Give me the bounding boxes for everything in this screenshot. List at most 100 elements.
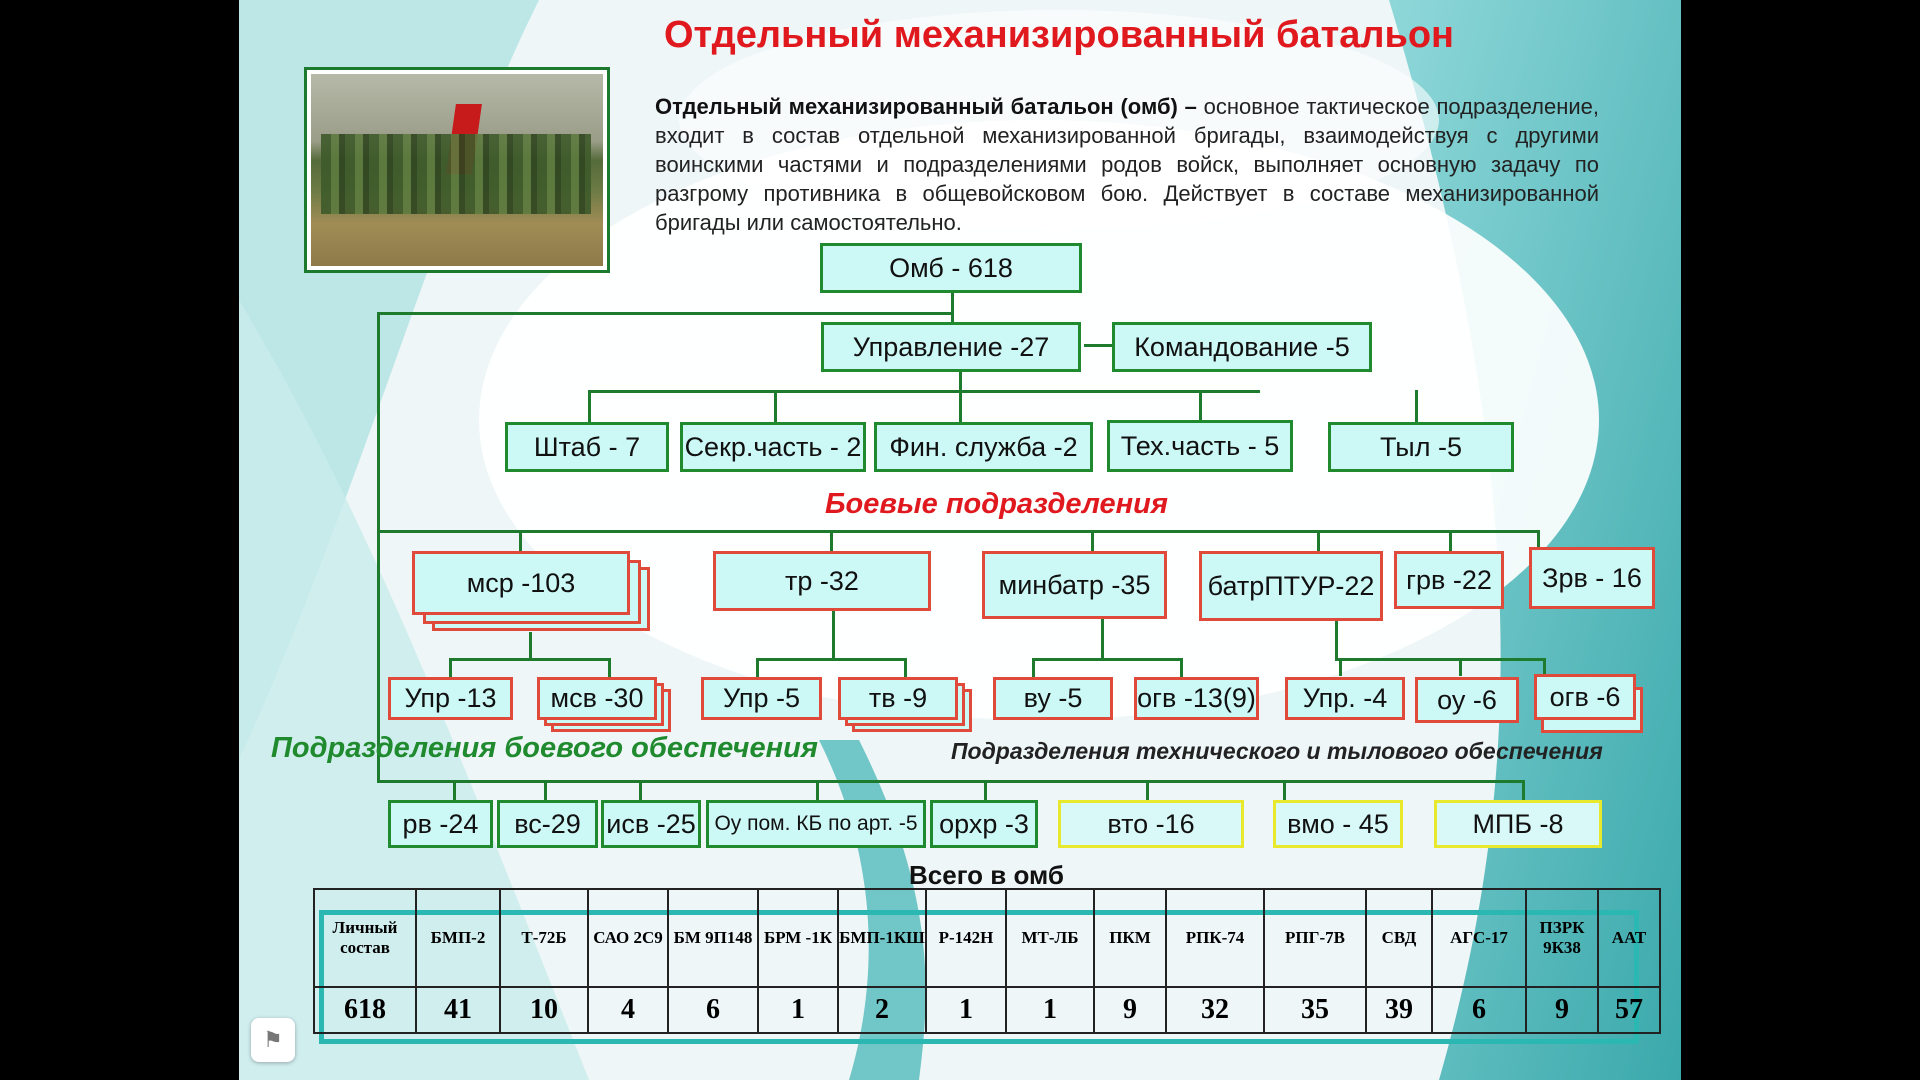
staff-fin: Фин. служба -2 bbox=[874, 422, 1093, 472]
connector bbox=[1415, 390, 1418, 422]
support-ou-pom: Оу пом. КБ по арт. -5 bbox=[706, 800, 926, 848]
table-header-cell: ПКМ bbox=[1093, 888, 1167, 988]
support-rv: рв -24 bbox=[388, 800, 493, 848]
connector bbox=[1283, 780, 1286, 800]
connector bbox=[639, 780, 642, 800]
combat-tr: тр -32 bbox=[713, 551, 931, 611]
connector bbox=[1317, 530, 1320, 552]
connector bbox=[756, 658, 906, 661]
table-caption: Всего в омб bbox=[909, 860, 1064, 890]
table-value-cell: 6 bbox=[1431, 986, 1527, 1034]
table-value-cell: 618 bbox=[313, 986, 417, 1034]
connector bbox=[756, 658, 759, 680]
connector bbox=[588, 390, 591, 422]
table-header-cell: БМП-1КШ bbox=[837, 888, 927, 988]
connector bbox=[377, 530, 1539, 533]
connector bbox=[1180, 658, 1183, 680]
slide-title: Отдельный механизированный батальон bbox=[663, 14, 1455, 56]
table-header-cell: БМП-2 bbox=[415, 888, 501, 988]
table-value-cell: 9 bbox=[1525, 986, 1599, 1034]
sub-ou: оу -6 bbox=[1415, 677, 1519, 723]
table-header-cell: РПГ-7В bbox=[1263, 888, 1367, 988]
connector bbox=[544, 780, 547, 800]
sub-msv: мсв -30 bbox=[537, 677, 657, 720]
combat-minbatr: минбатр -35 bbox=[982, 551, 1167, 619]
staff-tyl: Тыл -5 bbox=[1328, 422, 1514, 472]
table-header-cell: МТ-ЛБ bbox=[1005, 888, 1095, 988]
support-vs: вс-29 bbox=[497, 800, 598, 848]
table-value-cell: 2 bbox=[837, 986, 927, 1034]
table-header-cell: БМ 9П148 bbox=[667, 888, 759, 988]
description-bold: Отдельный механизированный батальон (омб… bbox=[655, 94, 1197, 119]
table-header-cell: ААТ bbox=[1597, 888, 1661, 988]
connector bbox=[1339, 658, 1342, 676]
connector bbox=[951, 292, 954, 322]
tech-vto: вто -16 bbox=[1058, 800, 1244, 848]
table-value-cell: 39 bbox=[1365, 986, 1433, 1034]
connector bbox=[449, 658, 452, 680]
connector bbox=[1459, 658, 1462, 676]
connector bbox=[377, 312, 953, 315]
slide-description: Отдельный механизированный батальон (омб… bbox=[655, 92, 1599, 237]
table-value-cell: 35 bbox=[1263, 986, 1367, 1034]
table-value-cell: 4 bbox=[587, 986, 669, 1034]
table-header-cell: Р-142Н bbox=[925, 888, 1007, 988]
org-komandovanie: Командование -5 bbox=[1112, 322, 1372, 372]
staff-sekr: Секр.часть - 2 bbox=[680, 422, 866, 472]
sub-upr-4: Упр. -4 bbox=[1285, 677, 1405, 720]
table-value-cell: 1 bbox=[1005, 986, 1095, 1034]
bookmark-icon[interactable]: ⚑ bbox=[251, 1018, 295, 1062]
table-header-cell: САО 2С9 bbox=[587, 888, 669, 988]
connector bbox=[1032, 658, 1182, 661]
connector bbox=[832, 610, 835, 658]
tech-vmo: вмо - 45 bbox=[1273, 800, 1403, 848]
support-isv: исв -25 bbox=[601, 800, 701, 848]
connector bbox=[1537, 530, 1540, 548]
sub-ogv-13: огв -13(9) bbox=[1134, 677, 1259, 720]
sub-vu: ву -5 bbox=[993, 677, 1113, 720]
staff-shtab: Штаб - 7 bbox=[505, 422, 669, 472]
connector bbox=[959, 390, 962, 422]
table-value-cell: 10 bbox=[499, 986, 589, 1034]
table-value-cell: 41 bbox=[415, 986, 501, 1034]
table-header-cell: РПК-74 bbox=[1165, 888, 1265, 988]
tech-mpb: МПБ -8 bbox=[1434, 800, 1602, 848]
table-value-cell: 9 bbox=[1093, 986, 1167, 1034]
connector bbox=[1146, 780, 1149, 800]
connector bbox=[984, 780, 987, 800]
combat-batrptur: батрПТУР-22 bbox=[1199, 551, 1383, 621]
connector bbox=[1449, 530, 1452, 552]
connector bbox=[588, 390, 1260, 393]
support-orhr: орхр -3 bbox=[930, 800, 1038, 848]
description-text: основное тактическое подразделение, вход… bbox=[655, 94, 1599, 235]
staff-tech: Тех.часть - 5 bbox=[1107, 420, 1293, 472]
connector bbox=[830, 530, 833, 552]
table-value-cell: 1 bbox=[757, 986, 839, 1034]
connector bbox=[377, 780, 1525, 783]
org-root: Омб - 618 bbox=[820, 243, 1082, 293]
table-header-cell: АГС-17 bbox=[1431, 888, 1527, 988]
connector bbox=[453, 780, 456, 800]
connector bbox=[904, 658, 907, 680]
connector bbox=[1335, 620, 1338, 660]
connector bbox=[1091, 530, 1094, 552]
connector bbox=[449, 658, 609, 661]
tech-heading: Подразделения технического и тылового об… bbox=[951, 738, 1603, 764]
combat-msr: мср -103 bbox=[412, 551, 630, 615]
sub-upr-5: Упр -5 bbox=[701, 677, 822, 720]
connector bbox=[816, 780, 819, 800]
connector bbox=[1543, 658, 1546, 676]
table-value-cell: 6 bbox=[667, 986, 759, 1034]
connector bbox=[1101, 618, 1104, 660]
connector bbox=[1522, 780, 1525, 800]
connector bbox=[959, 372, 962, 392]
slide: Отдельный механизированный батальон Отде… bbox=[239, 0, 1681, 1080]
support-heading: Подразделения боевого обеспечения bbox=[271, 732, 818, 764]
table-value-cell: 32 bbox=[1165, 986, 1265, 1034]
combat-grv: грв -22 bbox=[1394, 551, 1504, 609]
connector bbox=[1199, 390, 1202, 422]
combat-heading: Боевые подразделения bbox=[825, 488, 1168, 520]
table-header-cell: Т-72Б bbox=[499, 888, 589, 988]
sub-upr-13: Упр -13 bbox=[388, 677, 513, 720]
